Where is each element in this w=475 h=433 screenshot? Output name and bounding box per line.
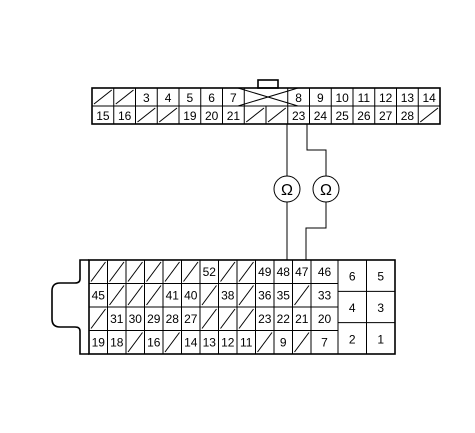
bottom-empty-cell-slash — [146, 261, 162, 282]
top-terminal-label: 4 — [165, 91, 172, 105]
bottom-empty-cell-slash — [220, 261, 236, 282]
bottom-terminal-label: 29 — [147, 312, 161, 326]
bottom-empty-cell-slash — [109, 261, 125, 282]
bottom-terminal-label: 18 — [110, 336, 124, 350]
top-terminal-label: 15 — [96, 109, 110, 123]
top-empty-cell-slash — [137, 107, 156, 123]
bottom-terminal-label: 22 — [277, 312, 291, 326]
bottom-terminal-label: 35 — [277, 289, 291, 303]
bottom-terminal-label: 47 — [295, 265, 309, 279]
wire-meter-b-47 — [305, 202, 327, 260]
bottom-terminal-label: 21 — [295, 312, 309, 326]
bottom-terminal-label: 36 — [258, 289, 272, 303]
right-block-terminal-label: 1 — [377, 332, 384, 346]
bottom-empty-cell-slash — [127, 285, 143, 306]
wiring: Ω Ω — [273, 124, 340, 260]
middle-terminal-label: 20 — [318, 312, 332, 326]
bottom-empty-cell-slash — [294, 285, 310, 306]
top-terminal-label: 20 — [205, 109, 219, 123]
middle-terminal-label: 33 — [318, 289, 332, 303]
top-terminal-label: 13 — [401, 91, 415, 105]
top-empty-cell-slash — [419, 107, 439, 123]
bottom-empty-cell-slash — [146, 285, 162, 306]
top-terminal-label: 11 — [358, 91, 371, 105]
bottom-terminal-label: 23 — [258, 312, 272, 326]
bottom-empty-cell-slash — [90, 308, 106, 329]
middle-terminal-label: 7 — [321, 336, 328, 350]
right-block-terminal-label: 4 — [349, 301, 356, 315]
bottom-empty-cell-slash — [238, 261, 254, 282]
top-empty-cell-slash — [115, 89, 134, 105]
top-terminal-label: 10 — [335, 91, 349, 105]
bottom-empty-cell-slash — [238, 285, 254, 306]
bottom-terminal-label: 11 — [240, 336, 253, 350]
top-terminal-label: 19 — [183, 109, 197, 123]
right-block-terminal-label: 6 — [349, 270, 356, 284]
top-terminal-label: 9 — [317, 91, 324, 105]
top-terminal-label: 3 — [143, 91, 150, 105]
bottom-terminal-label: 19 — [92, 336, 106, 350]
bottom-empty-cell-slash — [220, 308, 236, 329]
top-terminal-label: 7 — [230, 91, 237, 105]
bottom-terminal-label: 14 — [184, 336, 198, 350]
top-terminal-label: 25 — [335, 109, 349, 123]
center-x-stroke-b — [237, 87, 299, 107]
bottom-terminal-label: 27 — [184, 312, 198, 326]
bottom-terminal-label: 30 — [129, 312, 143, 326]
top-empty-cell-slash — [245, 107, 265, 123]
bottom-empty-cell-slash — [201, 308, 217, 329]
bottom-empty-cell-slash — [201, 285, 217, 306]
bottom-terminal-label: 41 — [166, 289, 180, 303]
right-block-terminal-label: 2 — [349, 332, 356, 346]
bottom-terminal-label: 48 — [277, 265, 291, 279]
top-terminal-label: 5 — [187, 91, 194, 105]
bottom-terminal-label: 38 — [221, 289, 235, 303]
top-terminal-label: 27 — [379, 109, 393, 123]
top-empty-cell-slash — [158, 107, 178, 123]
ohmmeter-a-symbol: Ω — [281, 182, 293, 199]
bottom-empty-cell-slash — [109, 285, 125, 306]
right-block-terminal-label: 5 — [377, 270, 384, 284]
bottom-terminal-label: 45 — [92, 289, 106, 303]
bottom-empty-cell-slash — [90, 261, 106, 282]
right-block-terminal-label: 3 — [377, 301, 384, 315]
top-terminal-label: 23 — [292, 109, 306, 123]
top-terminal-label: 12 — [379, 91, 393, 105]
bottom-terminal-label: 52 — [203, 265, 217, 279]
top-terminal-label: 21 — [227, 109, 241, 123]
bottom-empty-cell-slash — [294, 332, 310, 353]
bottom-terminal-label: 13 — [203, 336, 217, 350]
middle-terminal-label: 46 — [318, 265, 332, 279]
bottom-terminal-label: 40 — [184, 289, 198, 303]
top-terminal-label: 26 — [357, 109, 371, 123]
top-terminal-label: 16 — [118, 109, 132, 123]
bottom-empty-cell-slash — [238, 308, 254, 329]
top-terminal-label: 14 — [422, 91, 436, 105]
bottom-terminal-label: 49 — [258, 265, 272, 279]
bottom-empty-cell-slash — [164, 261, 180, 282]
bottom-terminal-label: 12 — [221, 336, 235, 350]
bottom-terminal-label: 16 — [147, 336, 161, 350]
bottom-empty-cell-slash — [127, 261, 143, 282]
bottom-connector-latch — [51, 259, 89, 355]
bottom-terminal-label: 31 — [110, 312, 124, 326]
bottom-empty-cell-slash — [257, 332, 273, 353]
top-terminal-label: 8 — [295, 91, 302, 105]
top-connector-latch — [257, 79, 279, 89]
top-terminal-label: 28 — [401, 109, 415, 123]
bottom-empty-cell-slash — [127, 332, 143, 353]
bottom-terminal-label: 28 — [166, 312, 180, 326]
ohmmeter-b-symbol: Ω — [320, 182, 332, 199]
bottom-empty-cell-slash — [164, 332, 180, 353]
bottom-empty-cell-slash — [183, 261, 199, 282]
bottom-terminal-label: 9 — [280, 336, 287, 350]
wire-24-meter-b — [306, 124, 327, 176]
top-terminal-label: 24 — [314, 109, 328, 123]
top-terminal-label: 6 — [208, 91, 215, 105]
top-empty-cell-slash — [267, 107, 287, 123]
top-empty-cell-slash — [93, 89, 113, 105]
